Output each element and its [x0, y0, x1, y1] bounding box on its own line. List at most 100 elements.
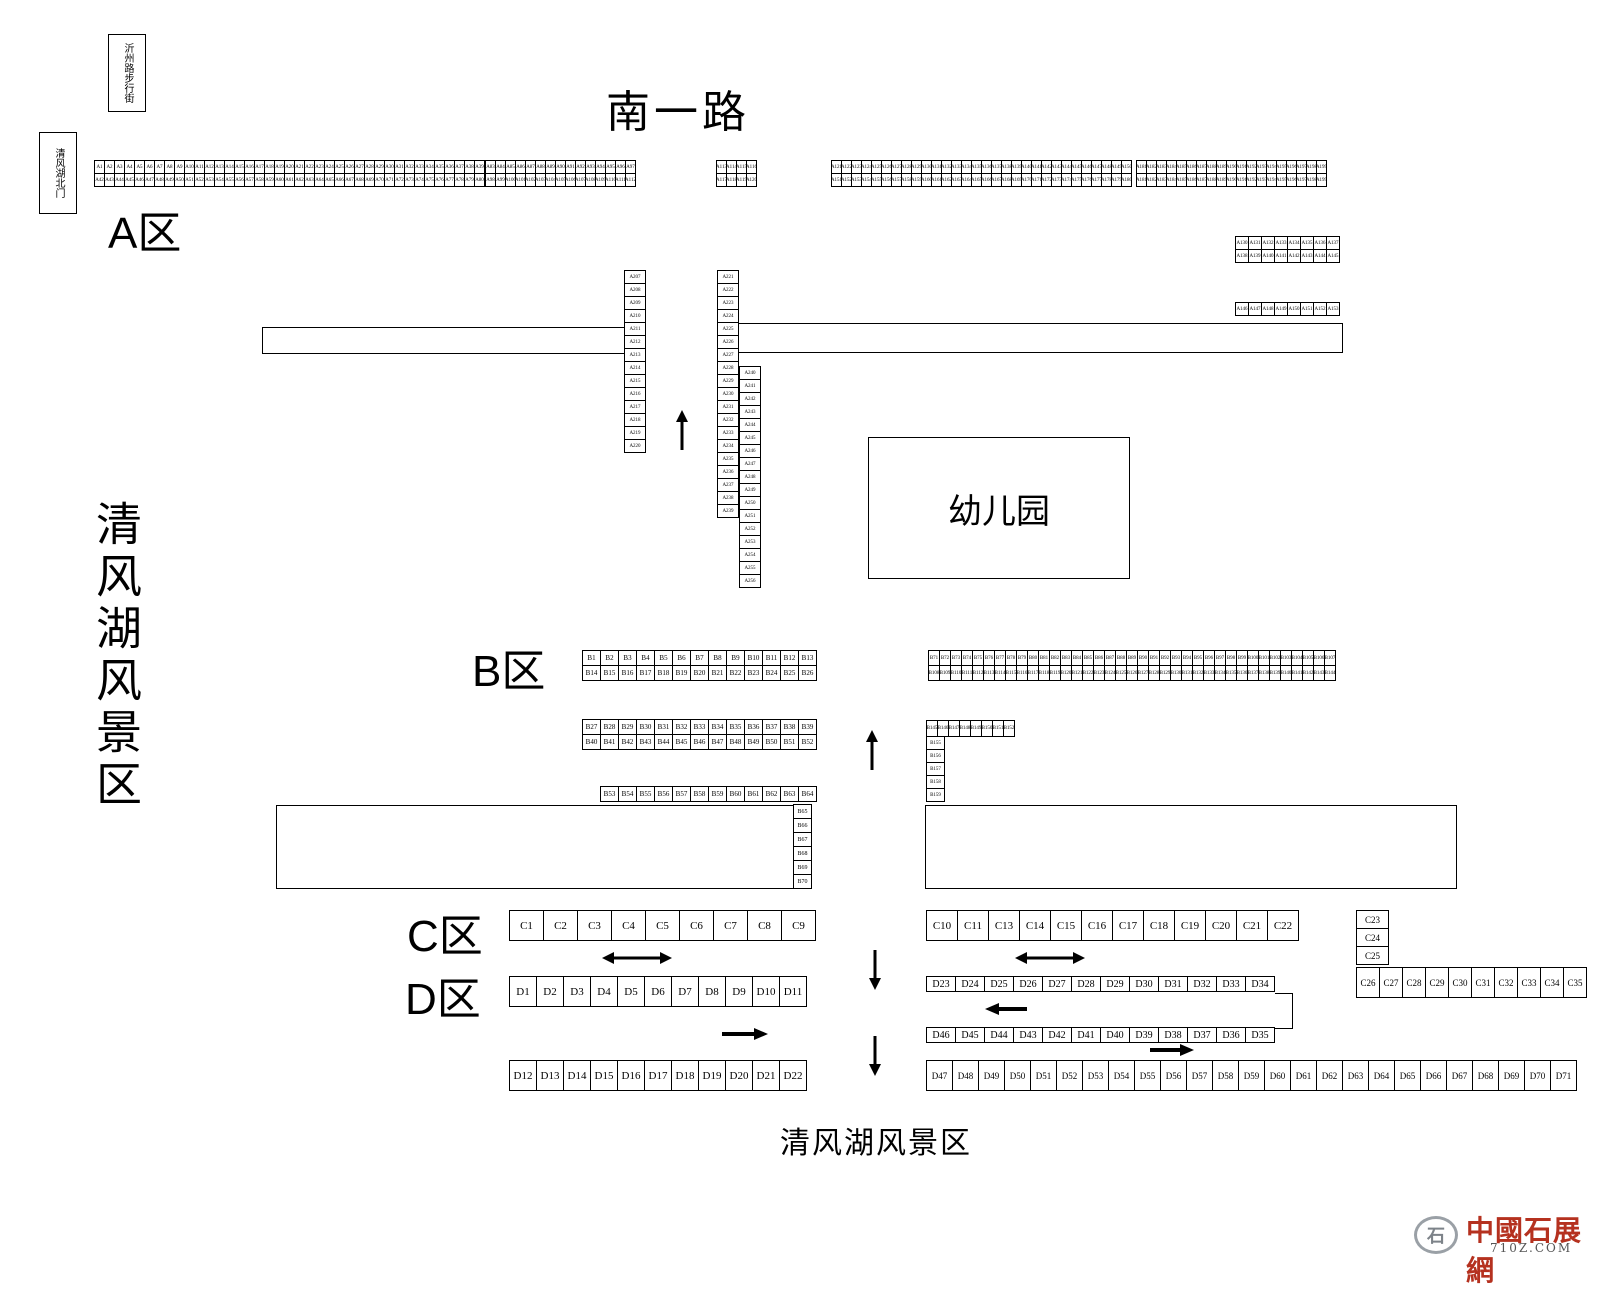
booth-a240[interactable]: A240	[739, 366, 761, 380]
booth-b18[interactable]: B18	[654, 665, 673, 681]
booth-d49[interactable]: D49	[978, 1060, 1005, 1091]
booth-b4[interactable]: B4	[636, 650, 655, 666]
booth-b67[interactable]: B67	[793, 832, 812, 847]
booth-d12[interactable]: D12	[509, 1060, 537, 1091]
booth-a255[interactable]: A255	[739, 561, 761, 575]
booth-d38[interactable]: D38	[1158, 1027, 1188, 1043]
booth-d7[interactable]: D7	[671, 976, 699, 1007]
booth-a256[interactable]: A256	[739, 574, 761, 588]
booth-d13[interactable]: D13	[536, 1060, 564, 1091]
booth-d10[interactable]: D10	[752, 976, 780, 1007]
booth-d40[interactable]: D40	[1100, 1027, 1130, 1043]
booth-d4[interactable]: D4	[590, 976, 618, 1007]
booth-d56[interactable]: D56	[1160, 1060, 1187, 1091]
booth-a116[interactable]: A116	[746, 160, 757, 174]
booth-c15[interactable]: C15	[1050, 910, 1082, 941]
booth-c22[interactable]: C22	[1267, 910, 1299, 941]
booth-d51[interactable]: D51	[1030, 1060, 1057, 1091]
booth-a137[interactable]: A137	[1326, 236, 1340, 250]
booth-a211[interactable]: A211	[624, 322, 646, 336]
booth-a143[interactable]: A143	[1300, 249, 1314, 263]
booth-d59[interactable]: D59	[1238, 1060, 1265, 1091]
booth-d67[interactable]: D67	[1446, 1060, 1473, 1091]
booth-c23[interactable]: C23	[1356, 910, 1389, 929]
booth-a97[interactable]: A97	[625, 160, 636, 174]
booth-a149[interactable]: A149	[1274, 302, 1288, 316]
booth-b33[interactable]: B33	[690, 719, 709, 735]
booth-d3[interactable]: D3	[563, 976, 591, 1007]
booth-b24[interactable]: B24	[762, 665, 781, 681]
booth-b45[interactable]: B45	[672, 734, 691, 750]
booth-a218[interactable]: A218	[624, 413, 646, 427]
booth-d69[interactable]: D69	[1498, 1060, 1525, 1091]
booth-d53[interactable]: D53	[1082, 1060, 1109, 1091]
booth-a112[interactable]: A112	[625, 173, 636, 187]
booth-a208[interactable]: A208	[624, 283, 646, 297]
booth-c34[interactable]: C34	[1540, 967, 1564, 998]
booth-b57[interactable]: B57	[672, 786, 691, 802]
booth-b41[interactable]: B41	[600, 734, 619, 750]
booth-b59[interactable]: B59	[708, 786, 727, 802]
booth-b1[interactable]: B1	[582, 650, 601, 666]
booth-a130[interactable]: A130	[1235, 236, 1249, 250]
booth-a210[interactable]: A210	[624, 309, 646, 323]
booth-d17[interactable]: D17	[644, 1060, 672, 1091]
booth-a140[interactable]: A140	[1261, 249, 1275, 263]
booth-a242[interactable]: A242	[739, 392, 761, 406]
booth-d65[interactable]: D65	[1394, 1060, 1421, 1091]
booth-a212[interactable]: A212	[624, 335, 646, 349]
booth-c17[interactable]: C17	[1112, 910, 1144, 941]
booth-c11[interactable]: C11	[957, 910, 989, 941]
booth-c35[interactable]: C35	[1563, 967, 1587, 998]
booth-d70[interactable]: D70	[1524, 1060, 1551, 1091]
booth-d32[interactable]: D32	[1187, 976, 1217, 992]
booth-a150[interactable]: A150	[1121, 160, 1132, 174]
booth-d48[interactable]: D48	[952, 1060, 979, 1091]
booth-a141[interactable]: A141	[1274, 249, 1288, 263]
booth-b13[interactable]: B13	[798, 650, 817, 666]
booth-b64[interactable]: B64	[798, 786, 817, 802]
booth-a144[interactable]: A144	[1313, 249, 1327, 263]
booth-d50[interactable]: D50	[1004, 1060, 1031, 1091]
booth-a236[interactable]: A236	[717, 465, 739, 479]
booth-a225[interactable]: A225	[717, 322, 739, 336]
booth-a246[interactable]: A246	[739, 444, 761, 458]
booth-c20[interactable]: C20	[1205, 910, 1237, 941]
booth-b144[interactable]: B144	[1324, 665, 1336, 681]
booth-b48[interactable]: B48	[726, 734, 745, 750]
booth-a220[interactable]: A220	[624, 439, 646, 453]
booth-b38[interactable]: B38	[780, 719, 799, 735]
booth-a131[interactable]: A131	[1248, 236, 1262, 250]
booth-d63[interactable]: D63	[1342, 1060, 1369, 1091]
booth-b20[interactable]: B20	[690, 665, 709, 681]
booth-d31[interactable]: D31	[1158, 976, 1188, 992]
booth-a209[interactable]: A209	[624, 296, 646, 310]
booth-d5[interactable]: D5	[617, 976, 645, 1007]
booth-a254[interactable]: A254	[739, 548, 761, 562]
booth-a228[interactable]: A228	[717, 361, 739, 375]
booth-a238[interactable]: A238	[717, 491, 739, 505]
booth-d25[interactable]: D25	[984, 976, 1014, 992]
booth-a249[interactable]: A249	[739, 483, 761, 497]
booth-b22[interactable]: B22	[726, 665, 745, 681]
booth-c32[interactable]: C32	[1494, 967, 1518, 998]
booth-a139[interactable]: A139	[1248, 249, 1262, 263]
booth-b43[interactable]: B43	[636, 734, 655, 750]
booth-b9[interactable]: B9	[726, 650, 745, 666]
booth-a146[interactable]: A146	[1235, 302, 1249, 316]
booth-d14[interactable]: D14	[563, 1060, 591, 1091]
booth-d39[interactable]: D39	[1129, 1027, 1159, 1043]
booth-d18[interactable]: D18	[671, 1060, 699, 1091]
booth-c18[interactable]: C18	[1143, 910, 1175, 941]
booth-d47[interactable]: D47	[926, 1060, 953, 1091]
booth-a150[interactable]: A150	[1287, 302, 1301, 316]
booth-c26[interactable]: C26	[1356, 967, 1380, 998]
booth-a226[interactable]: A226	[717, 335, 739, 349]
booth-c14[interactable]: C14	[1019, 910, 1051, 941]
booth-b40[interactable]: B40	[582, 734, 601, 750]
booth-d19[interactable]: D19	[698, 1060, 726, 1091]
booth-c25[interactable]: C25	[1356, 946, 1389, 965]
booth-c27[interactable]: C27	[1379, 967, 1403, 998]
booth-c21[interactable]: C21	[1236, 910, 1268, 941]
booth-c13[interactable]: C13	[988, 910, 1020, 941]
